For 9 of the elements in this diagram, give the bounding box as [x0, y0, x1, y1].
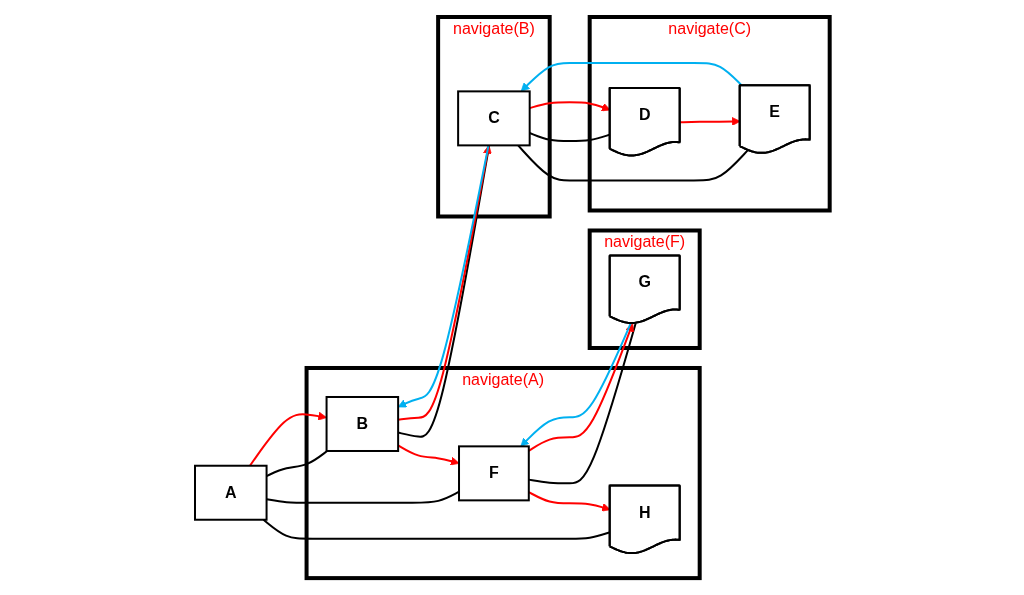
arrow — [520, 61, 743, 92]
node-box: B — [325, 395, 399, 452]
node-box: A — [193, 464, 268, 521]
connector — [516, 144, 749, 182]
connector — [262, 518, 611, 540]
node-box: F — [457, 445, 530, 502]
arrow — [678, 117, 741, 126]
node-box: C — [456, 90, 531, 147]
arrow — [248, 411, 327, 467]
